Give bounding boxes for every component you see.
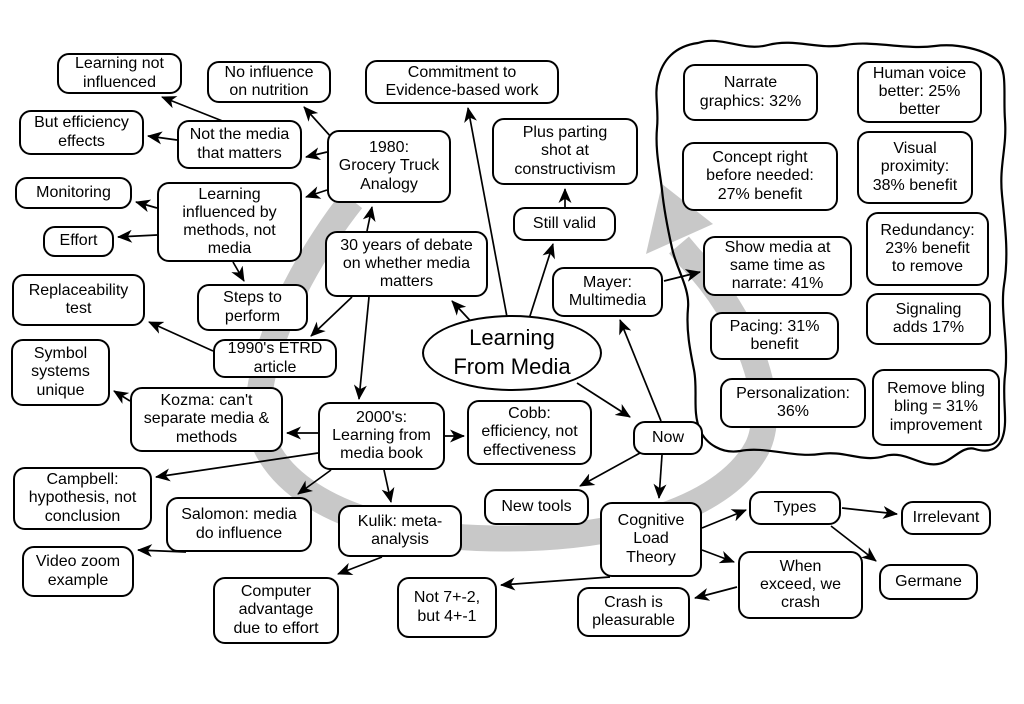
node-etrd[interactable]: 1990's ETRD article <box>213 339 337 378</box>
node-commitment[interactable]: Commitment to Evidence-based work <box>365 60 559 104</box>
node-cobb[interactable]: Cobb: efficiency, not effectiveness <box>467 400 592 465</box>
edge-book-2000s-to-salomon <box>297 469 332 495</box>
edge-kozma-to-symbol-systems <box>113 390 131 404</box>
node-germane[interactable]: Germane <box>879 564 978 600</box>
edge-clt-to-not-7 <box>500 576 611 591</box>
node-new-tools[interactable]: New tools <box>484 489 589 525</box>
node-types[interactable]: Types <box>749 491 841 525</box>
edge-thirty-years-to-grocery-truck <box>362 206 376 232</box>
edge-grocery-truck-to-learning-influenced <box>305 186 328 199</box>
node-still-valid[interactable]: Still valid <box>513 207 616 241</box>
edge-center-to-still-valid <box>528 243 555 320</box>
node-signaling[interactable]: Signaling adds 17% <box>866 293 991 345</box>
edge-not-media-matters-to-learning-not-influenced <box>161 96 226 123</box>
edge-center-to-now <box>576 382 631 418</box>
node-kulik[interactable]: Kulik: meta- analysis <box>338 505 462 557</box>
node-mayer[interactable]: Mayer: Multimedia <box>552 267 663 317</box>
edge-types-to-germane <box>830 525 877 562</box>
node-not-media-matters[interactable]: Not the media that matters <box>177 120 302 169</box>
node-irrelevant[interactable]: Irrelevant <box>901 501 991 535</box>
node-clt[interactable]: Cognitive Load Theory <box>600 502 702 577</box>
edge-types-to-irrelevant <box>841 506 898 519</box>
edge-not-media-matters-to-but-efficiency-effects <box>147 131 178 145</box>
edge-now-to-new-tools <box>579 452 641 487</box>
node-personalization[interactable]: Personalization: 36% <box>720 378 866 428</box>
node-remove-bling[interactable]: Remove bling bling = 31% improvement <box>872 369 1000 446</box>
node-grocery-truck[interactable]: 1980: Grocery Truck Analogy <box>327 130 451 203</box>
edge-when-exceed-to-crash-pleasurable <box>694 586 738 601</box>
edge-thirty-years-to-etrd <box>310 296 353 337</box>
node-steps-perform[interactable]: Steps to perform <box>197 284 308 331</box>
node-pacing[interactable]: Pacing: 31% benefit <box>710 312 839 360</box>
node-parting-shot[interactable]: Plus parting shot at constructivism <box>492 118 638 185</box>
node-campbell[interactable]: Campbell: hypothesis, not conclusion <box>13 467 152 530</box>
node-book-2000s[interactable]: 2000's: Learning from media book <box>318 402 445 470</box>
node-no-influence-nutrition[interactable]: No influence on nutrition <box>207 61 331 103</box>
node-kozma[interactable]: Kozma: can't separate media & methods <box>130 387 283 452</box>
edge-group <box>113 96 898 601</box>
node-redundancy[interactable]: Redundancy: 23% benefit to remove <box>866 212 989 286</box>
node-when-exceed[interactable]: When exceed, we crash <box>738 551 863 619</box>
node-learning-not-influenced[interactable]: Learning not influenced <box>57 53 182 94</box>
node-human-voice[interactable]: Human voice better: 25% better <box>857 61 982 123</box>
edge-clt-to-when-exceed <box>701 549 735 564</box>
node-visual-proximity[interactable]: Visual proximity: 38% benefit <box>857 131 973 204</box>
edge-now-to-clt <box>653 454 667 499</box>
media-principles-cluster-outline <box>655 39 1008 466</box>
edge-learning-influenced-to-monitoring <box>135 199 158 213</box>
edge-clt-to-types <box>701 509 747 529</box>
edge-kulik-to-computer-advantage <box>337 556 383 576</box>
edge-learning-influenced-to-steps-perform <box>231 261 245 282</box>
node-video-zoom[interactable]: Video zoom example <box>22 546 134 597</box>
node-center[interactable]: Learning From Media <box>422 315 602 391</box>
node-but-efficiency-effects[interactable]: But efficiency effects <box>19 110 144 155</box>
edge-etrd-to-replaceability <box>148 321 214 352</box>
edge-grocery-truck-to-not-media-matters <box>305 147 328 161</box>
edge-now-to-mayer <box>619 319 662 422</box>
edge-thirty-years-to-book-2000s <box>353 296 370 400</box>
node-show-media[interactable]: Show media at same time as narrate: 41% <box>703 236 852 296</box>
edge-book-2000s-to-campbell <box>155 452 319 482</box>
edge-center-to-commitment <box>464 107 508 318</box>
edge-book-2000s-to-kulik <box>381 469 395 503</box>
node-effort[interactable]: Effort <box>43 226 114 257</box>
node-crash-pleasurable[interactable]: Crash is pleasurable <box>577 587 690 637</box>
edge-grocery-truck-to-no-influence-nutrition <box>303 106 333 139</box>
node-now[interactable]: Now <box>633 421 703 455</box>
node-computer-advantage[interactable]: Computer advantage due to effort <box>213 577 339 644</box>
node-replaceability[interactable]: Replaceability test <box>12 274 145 326</box>
node-not-7[interactable]: Not 7+-2, but 4+-1 <box>397 577 497 638</box>
node-monitoring[interactable]: Monitoring <box>15 177 132 209</box>
node-concept-right[interactable]: Concept right before needed: 27% benefit <box>682 142 838 211</box>
node-narrate-graphics[interactable]: Narrate graphics: 32% <box>683 64 818 121</box>
node-salomon[interactable]: Salomon: media do influence <box>166 497 312 552</box>
edge-learning-influenced-to-effort <box>117 229 158 243</box>
node-symbol-systems[interactable]: Symbol systems unique <box>11 339 110 406</box>
edge-mayer-to-media-principles-cluster <box>663 269 701 282</box>
node-learning-influenced[interactable]: Learning influenced by methods, not medi… <box>157 182 302 262</box>
node-thirty-years[interactable]: 30 years of debate on whether media matt… <box>325 231 488 297</box>
